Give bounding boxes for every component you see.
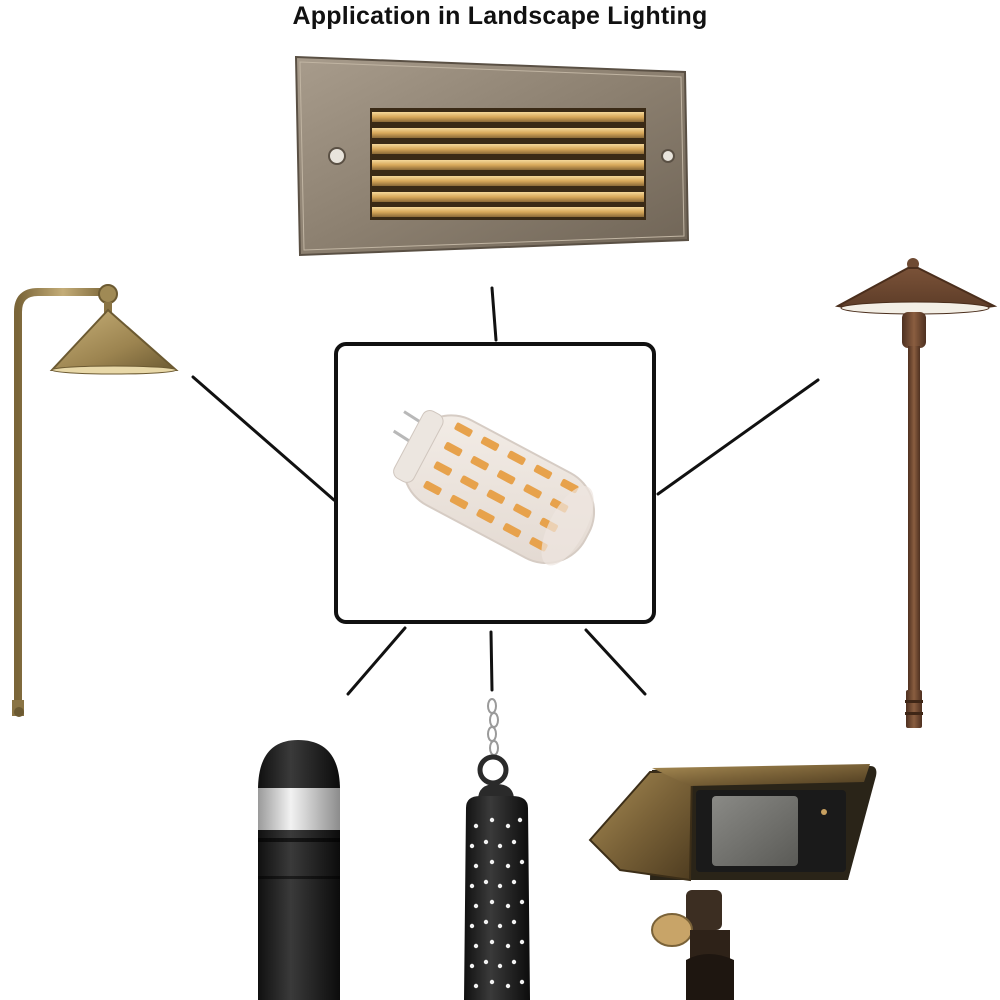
umbrella-path-light-icon [834,258,998,728]
bollard-icon [258,740,340,1000]
connector-bottom-center [489,630,494,692]
connector-left [191,375,336,502]
connector-right [656,378,820,496]
page-title: Application in Landscape Lighting [292,2,708,30]
connector-top [490,286,498,342]
connector-bottom-right [584,628,647,696]
step-light-icon [294,55,690,257]
path-light-icon [12,284,179,717]
pendant-icon [464,698,530,1000]
flood-light-icon [588,764,877,1000]
led-bulb-icon [392,410,596,566]
connector-bottom-left [346,626,407,696]
